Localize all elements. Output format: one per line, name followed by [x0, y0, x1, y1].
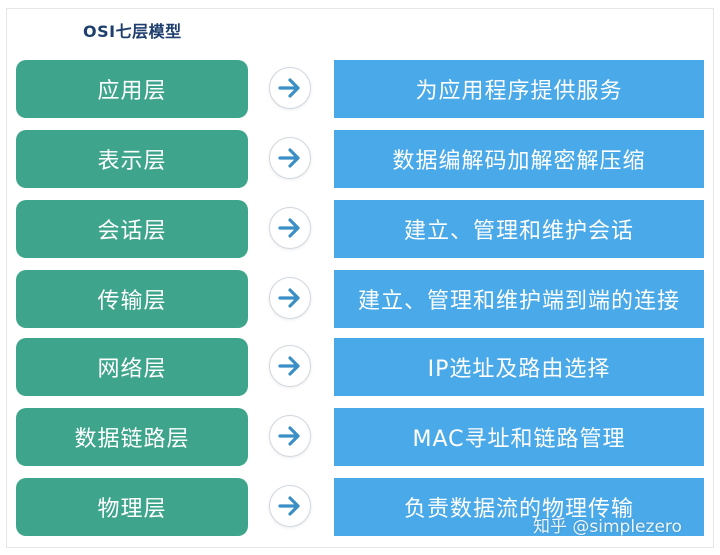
osi-row-transport: 传输层 建立、管理和维护端到端的连接 [0, 270, 720, 328]
osi-row-data-link: 数据链路层 MAC寻址和链路管理 [0, 408, 720, 466]
arrow-right-icon [269, 277, 311, 319]
layer-name: 数据链路层 [16, 408, 248, 466]
layer-description: 数据编解码加解密解压缩 [334, 130, 704, 188]
arrow-right-icon [269, 345, 311, 387]
osi-row-presentation: 表示层 数据编解码加解密解压缩 [0, 130, 720, 188]
diagram-title: OSI七层模型 [83, 22, 182, 41]
layer-name: 表示层 [16, 130, 248, 188]
layer-description: 建立、管理和维护端到端的连接 [334, 270, 704, 328]
arrow-right-icon [269, 137, 311, 179]
arrow-right-icon [269, 207, 311, 249]
layer-description: IP选址及路由选择 [334, 338, 704, 396]
layer-name: 网络层 [16, 338, 248, 396]
arrow-right-icon [269, 485, 311, 527]
osi-row-network: 网络层 IP选址及路由选择 [0, 338, 720, 396]
layer-description: 为应用程序提供服务 [334, 60, 704, 118]
osi-row-session: 会话层 建立、管理和维护会话 [0, 200, 720, 258]
watermark-text: 知乎 @simplezero [533, 517, 682, 537]
layer-description: MAC寻址和链路管理 [334, 408, 704, 466]
layer-name: 传输层 [16, 270, 248, 328]
layer-name: 应用层 [16, 60, 248, 118]
layer-name: 物理层 [16, 478, 248, 536]
osi-row-physical: 物理层 负责数据流的物理传输 [0, 478, 720, 536]
arrow-right-icon [269, 67, 311, 109]
layer-description: 负责数据流的物理传输 [334, 478, 704, 536]
arrow-right-icon [269, 415, 311, 457]
osi-row-application: 应用层 为应用程序提供服务 [0, 60, 720, 118]
layer-name: 会话层 [16, 200, 248, 258]
layer-description: 建立、管理和维护会话 [334, 200, 704, 258]
